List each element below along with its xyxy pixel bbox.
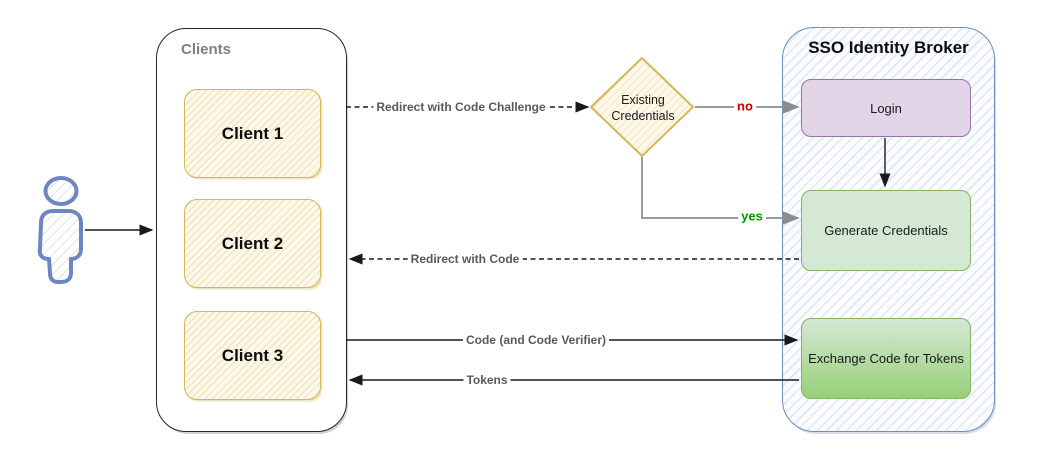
node-client-1-label: Client 1 [221,123,284,143]
decision-diamond-label: Existing Credentials [611,93,675,123]
person-icon [37,176,83,284]
node-client-3-label: Client 3 [221,345,284,365]
clients-container-title: Clients [181,41,232,58]
edge-label-no: no [734,98,756,114]
node-exchange-code-for-tokens-label: Exchange Code for Tokens [808,351,964,366]
edge-yes [641,157,800,225]
node-client-1: Client 1 [184,89,321,178]
node-generate-credentials: Generate Credentials [801,190,971,271]
clients-container: Clients Client 1 Client 2 Client 3 [156,28,347,432]
sso-identity-broker-title: SSO Identity Broker [808,38,969,57]
edge-label-redirect-with-code-challenge: Redirect with Code Challenge [373,100,549,114]
node-generate-credentials-label: Generate Credentials [824,223,948,238]
node-login-label: Login [870,100,902,116]
edge-label-redirect-with-code: Redirect with Code [407,252,523,266]
node-client-2-label: Client 2 [221,233,284,253]
node-login: Login [801,79,971,137]
node-client-2: Client 2 [184,199,321,288]
node-exchange-code-for-tokens: Exchange Code for Tokens [801,318,971,399]
edge-label-tokens: Tokens [463,373,511,387]
sso-identity-broker-container: SSO Identity Broker Login Generate Crede… [782,27,995,432]
edge-label-code-and-code-verifier: Code (and Code Verifier) [462,333,610,347]
edge-label-yes: yes [738,208,766,224]
node-client-3: Client 3 [184,311,321,400]
